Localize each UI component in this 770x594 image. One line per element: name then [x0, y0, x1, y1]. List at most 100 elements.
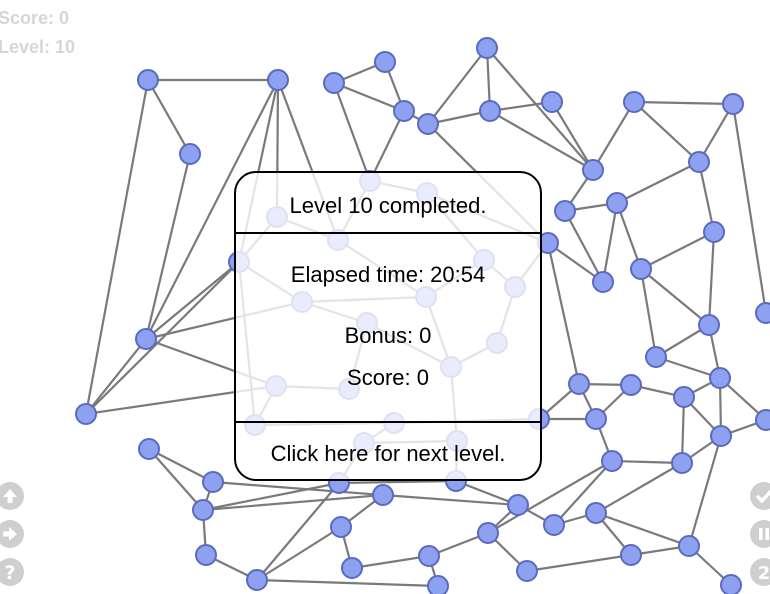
graph-node[interactable] [582, 159, 604, 181]
graph-edge [202, 481, 340, 512]
level-complete-dialog[interactable]: Level 10 completed. Elapsed time: 20:54 … [234, 171, 542, 481]
help-icon[interactable]: ? [0, 558, 24, 586]
graph-node[interactable] [195, 544, 217, 566]
up-arrow-icon[interactable] [0, 482, 24, 510]
graph-edge [148, 448, 204, 511]
graph-edge [84, 79, 150, 415]
graph-edge [553, 460, 613, 526]
graph-edge [489, 110, 594, 171]
graph-node[interactable] [323, 72, 345, 94]
graph-edge [212, 480, 384, 497]
graph-node[interactable] [341, 557, 363, 579]
graph-node[interactable] [479, 100, 501, 122]
graph-edge [595, 462, 683, 514]
graph-node[interactable] [620, 544, 642, 566]
graph-edge [369, 110, 405, 182]
graph-edge [148, 448, 214, 483]
graph-edge [202, 493, 384, 512]
graph-node[interactable] [623, 91, 645, 113]
graph-edge [486, 47, 594, 171]
graph-edge [680, 396, 686, 464]
graph-node[interactable] [710, 425, 732, 447]
graph-node[interactable] [192, 499, 214, 521]
level-display: Level: 10 [0, 37, 76, 57]
graph-edge [655, 355, 721, 380]
graph-node[interactable] [620, 374, 642, 396]
graph-node[interactable] [330, 516, 352, 538]
check-icon[interactable] [750, 482, 770, 510]
graph-node[interactable] [516, 560, 538, 582]
graph-node[interactable] [755, 302, 770, 324]
pause-icon[interactable] [750, 520, 770, 548]
graph-node[interactable] [568, 373, 590, 395]
graph-edge [147, 79, 191, 155]
graph-edge [546, 242, 581, 385]
graph-node[interactable] [427, 575, 449, 594]
graph-node[interactable] [543, 514, 565, 536]
graph-node[interactable] [372, 484, 394, 506]
graph-node[interactable] [606, 192, 628, 214]
graph-edge [611, 459, 683, 465]
graph-node[interactable] [722, 93, 744, 115]
graph-edge [592, 101, 635, 171]
graph-edge [256, 526, 342, 581]
score-value: Score: 0 [347, 365, 429, 390]
graph-node[interactable] [179, 143, 201, 165]
graph-node[interactable] [246, 569, 268, 591]
dialog-divider [236, 421, 540, 423]
graph-edge [564, 210, 604, 283]
graph-node[interactable] [703, 221, 725, 243]
graph-node[interactable] [720, 574, 742, 594]
graph-edge [338, 479, 457, 485]
graph-edge [144, 153, 192, 340]
graph-node[interactable] [601, 450, 623, 472]
graph-node[interactable] [585, 408, 607, 430]
graph-edge [707, 231, 716, 326]
graph-node[interactable] [698, 314, 720, 336]
graph-node[interactable] [541, 91, 563, 113]
graph-node[interactable] [393, 100, 415, 122]
graph-node[interactable] [678, 535, 700, 557]
graph-edge [731, 103, 768, 314]
graph-node[interactable] [75, 403, 97, 425]
graph-edge [455, 479, 519, 507]
graph-edge [256, 578, 439, 588]
graph-node[interactable] [630, 258, 652, 280]
graph-node[interactable] [417, 113, 439, 135]
graph-edge [640, 231, 715, 270]
graph-edge [333, 81, 405, 113]
right-arrow-icon[interactable] [0, 520, 24, 548]
svg-text:?: ? [4, 562, 15, 582]
graph-node[interactable] [477, 522, 499, 544]
graph-node[interactable] [673, 386, 695, 408]
graph-node[interactable] [592, 271, 614, 293]
graph-edge [332, 82, 372, 182]
graph-node[interactable] [476, 37, 498, 59]
graph-node[interactable] [645, 346, 667, 368]
graph-edge [526, 553, 632, 573]
graph-node[interactable] [135, 328, 157, 350]
graph-edge [487, 460, 613, 534]
graph-edge [633, 101, 700, 163]
sound-icon[interactable]: 2 [750, 558, 770, 586]
graph-node[interactable] [138, 438, 160, 460]
graph-node[interactable] [755, 409, 770, 431]
elapsed-time: Elapsed time: 20:54 [290, 262, 486, 287]
graph-node[interactable] [554, 200, 576, 222]
graph-node[interactable] [137, 69, 159, 91]
graph-node[interactable] [709, 367, 731, 389]
graph-node[interactable] [202, 471, 224, 493]
graph-node[interactable] [585, 502, 607, 524]
next-level-button[interactable]: Click here for next level. [270, 441, 506, 466]
graph-edge [382, 493, 519, 507]
graph-node[interactable] [688, 151, 710, 173]
graph-node[interactable] [374, 51, 396, 73]
graph-node[interactable] [671, 452, 693, 474]
dialog-title: Level 10 completed. [289, 193, 487, 218]
graph-edge [551, 101, 594, 171]
graph-edge [145, 79, 279, 340]
graph-node[interactable] [418, 545, 440, 567]
graph-edge [351, 554, 430, 570]
graph-node[interactable] [267, 69, 289, 91]
graph-node[interactable] [507, 494, 529, 516]
